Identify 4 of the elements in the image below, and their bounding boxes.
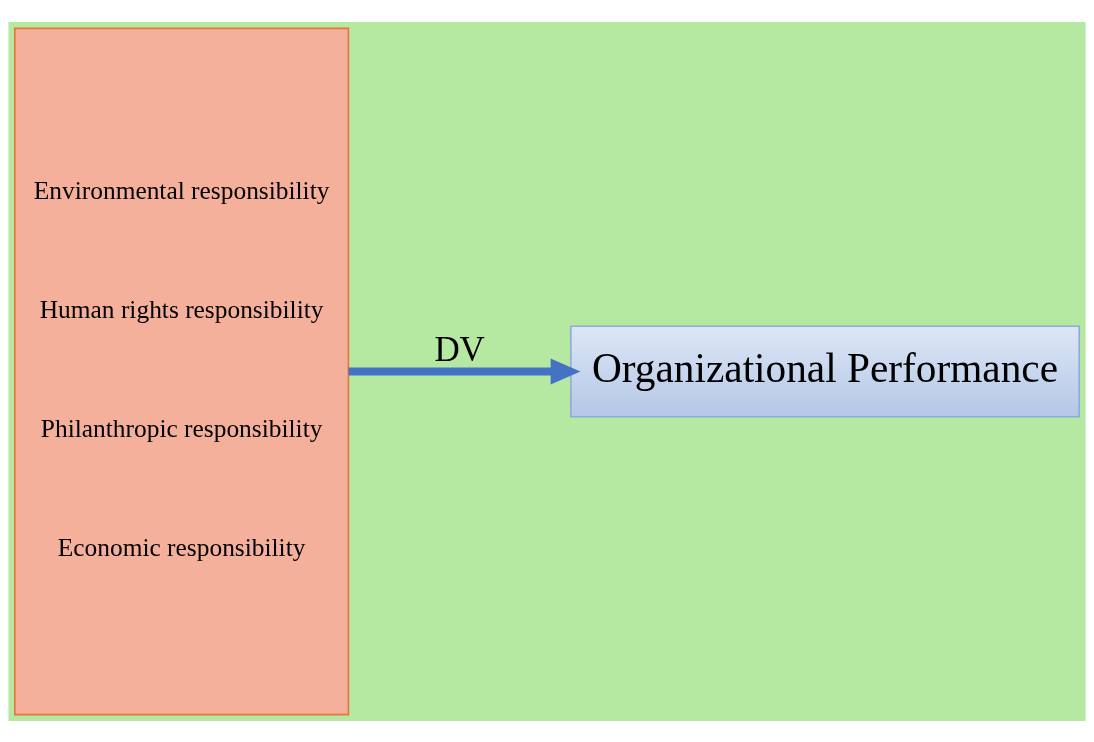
edge-label: DV bbox=[434, 329, 485, 369]
arrow bbox=[348, 357, 581, 384]
node-box: Organizational Performance bbox=[570, 324, 1080, 418]
node-box: Environmental responsibility Human rights responsibility Philanthropic responsibility Economic responsibility bbox=[14, 27, 350, 715]
